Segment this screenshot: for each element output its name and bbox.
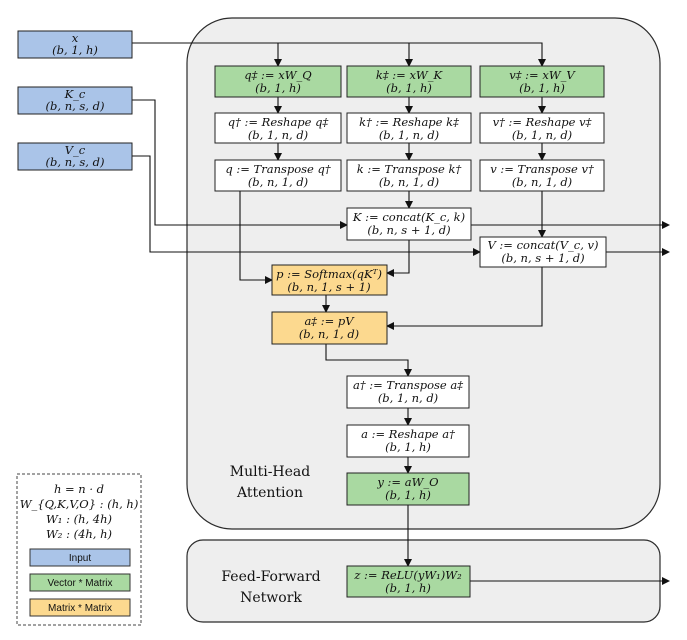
input-kc: K_c (b, n, s, d) [17,86,133,115]
arrow-q-to-softmax [239,191,273,284]
svg-text:z := ReLU(yW₁)W₂: z := ReLU(yW₁)W₂ [353,568,462,582]
arrow-pv-to-a-transpose [325,344,412,377]
svg-text:v‡ := xW_V: v‡ := xW_V [509,68,576,82]
node-q-reshape: q† := Reshape q‡ (b, 1, n, d) [214,112,342,144]
svg-text:(b, n, 1, s + 1): (b, n, 1, s + 1) [287,280,370,294]
svg-text:(b, 1, h): (b, 1, h) [519,81,565,95]
node-k-reshape: k† := Reshape k‡ (b, 1, n, d) [346,112,472,144]
svg-text:(b, 1, n, d): (b, 1, n, d) [248,128,308,142]
svg-text:q‡ := xW_Q: q‡ := xW_Q [244,68,312,82]
legend: h = n · d W_{Q,K,V,O} : (h, h) W₁ : (h, … [16,473,142,626]
svg-text:(b, 1, n, d): (b, 1, n, d) [378,391,438,405]
svg-text:k‡ := xW_K: k‡ := xW_K [376,68,444,82]
svg-text:q† := Reshape q‡: q† := Reshape q‡ [228,115,329,129]
svg-text:a† := Transpose a‡: a† := Transpose a‡ [353,378,463,392]
svg-text:p := Softmax(qKᵀ): p := Softmax(qKᵀ) [276,267,382,281]
svg-text:K := concat(K_c, k): K := concat(K_c, k) [352,210,465,224]
legend-def-h: h = n · d [54,482,104,496]
input-x-name: x [72,31,79,45]
node-k-transpose: k := Transpose k† (b, n, 1, d) [346,159,472,192]
node-ffn: z := ReLU(yW₁)W₂ (b, 1, h) [346,565,471,598]
input-vc-shape: (b, n, s, d) [46,155,105,169]
node-q-proj: q‡ := xW_Q (b, 1, h) [214,65,342,98]
node-v-concat: V := concat(V_c, v) (b, n, s + 1, d) [479,236,607,268]
node-q-transpose: q := Transpose q† (b, n, 1, d) [214,159,342,192]
svg-text:V := concat(V_c, v): V := concat(V_c, v) [487,238,598,252]
input-vc-name: V_c [65,143,86,157]
arrow-x-to-v-proj [132,42,546,67]
input-x-shape: (b, 1, h) [52,43,98,57]
input-vc: V_c (b, n, s, d) [17,142,133,171]
svg-text:v† := Reshape v‡: v† := Reshape v‡ [493,115,592,129]
svg-text:v := Transpose v†: v := Transpose v† [490,162,594,176]
svg-text:(b, 1, h): (b, 1, h) [385,488,431,502]
svg-text:(b, n, 1, d): (b, n, 1, d) [299,327,359,341]
svg-text:(b, 1, h): (b, 1, h) [385,581,431,595]
svg-text:(b, n, 1, d): (b, n, 1, d) [379,175,439,189]
node-k-proj: k‡ := xW_K (b, 1, h) [346,65,472,98]
legend-def-w1: W₁ : (h, 4h) [46,512,112,526]
node-v-proj: v‡ := xW_V (b, 1, h) [479,65,605,98]
ffn-region-label-line2: Network [240,590,302,606]
svg-text:k := Transpose k†: k := Transpose k† [357,162,462,176]
svg-text:(b, 1, h): (b, 1, h) [386,81,432,95]
svg-text:(b, n, s + 1, d): (b, n, s + 1, d) [367,223,450,237]
svg-text:k† := Reshape k‡: k† := Reshape k‡ [359,115,459,129]
arrow-kc-to-concat [132,99,348,229]
node-out-proj: y := aW_O (b, 1, h) [346,472,470,506]
svg-text:(b, 1, n, d): (b, 1, n, d) [379,128,439,142]
legend-swatch [29,548,131,567]
node-v-transpose: v := Transpose v† (b, n, 1, d) [479,159,605,192]
svg-text:a := Reshape a†: a := Reshape a† [361,427,455,441]
svg-text:q := Transpose q†: q := Transpose q† [225,162,331,176]
input-kc-name: K_c [64,87,86,101]
svg-text:(b, n, 1, d): (b, n, 1, d) [248,175,308,189]
legend-item-label: Input [69,553,91,564]
svg-text:(b, 1, h): (b, 1, h) [385,440,431,454]
svg-text:(b, 1, h): (b, 1, h) [255,81,301,95]
svg-text:(b, n, 1, d): (b, n, 1, d) [512,175,572,189]
node-v-reshape: v† := Reshape v‡ (b, 1, n, d) [479,112,605,144]
legend-item-label: Vector * Matrix [47,578,112,589]
node-softmax: p := Softmax(qKᵀ) (b, n, 1, s + 1) [271,264,388,296]
arrow-v-to-pv [386,267,543,330]
node-pv: a‡ := pV (b, n, 1, d) [271,311,388,345]
node-k-concat: K := concat(K_c, k) (b, n, s + 1, d) [346,207,472,241]
svg-text:y := aW_O: y := aW_O [376,475,439,489]
input-x: x (b, 1, h) [17,30,133,59]
arrow-k-to-softmax [386,240,410,277]
connectors [132,42,670,585]
node-a-transpose: a† := Transpose a‡ (b, 1, n, d) [346,375,470,409]
legend-def-w-qkvo: W_{Q,K,V,O} : (h, h) [20,497,139,511]
legend-item-label: Matrix * Matrix [48,603,112,614]
attention-region-label-line1: Multi-Head [230,464,311,480]
node-a-reshape: a := Reshape a† (b, 1, h) [346,424,470,458]
svg-text:(b, n, s + 1, d): (b, n, s + 1, d) [501,251,584,265]
legend-def-w2: W₂ : (4h, h) [46,527,112,541]
ffn-region-label-line1: Feed-Forward [221,569,320,585]
input-kc-shape: (b, n, s, d) [46,99,105,113]
attention-region-label-line2: Attention [236,485,303,501]
arrow-vc-to-concat [132,155,481,256]
svg-text:(b, 1, n, d): (b, 1, n, d) [512,128,572,142]
legend-swatch [29,573,131,592]
legend-swatch [29,598,131,617]
svg-text:a‡ := pV: a‡ := pV [304,314,355,328]
